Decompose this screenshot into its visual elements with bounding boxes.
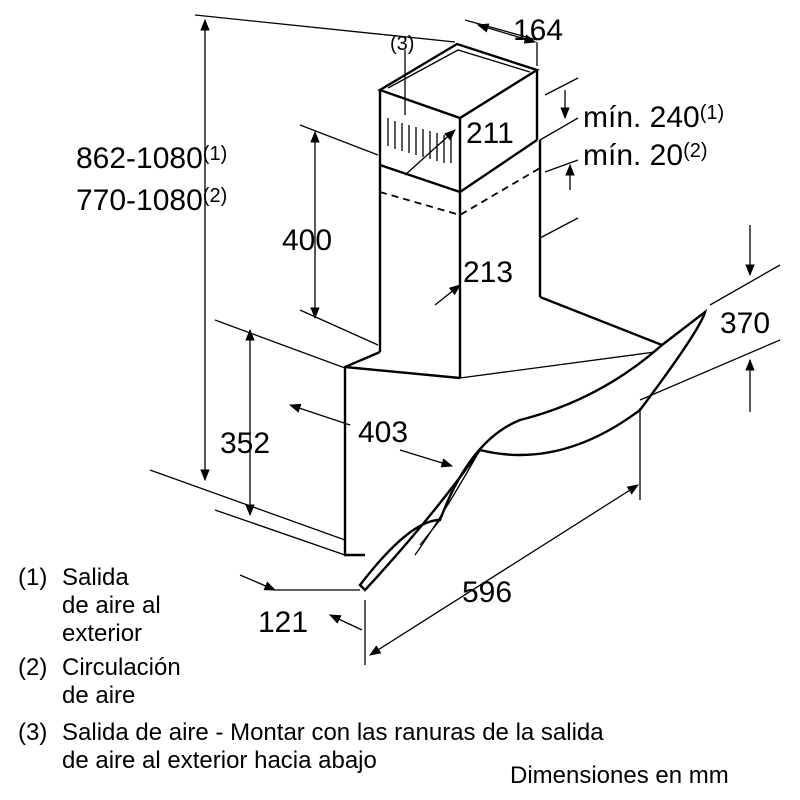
body-depth-label: 403: [358, 416, 408, 449]
width-label: 596: [462, 576, 512, 609]
legend-3-num: (3): [18, 719, 47, 746]
legend-1-line: exterior: [62, 620, 142, 647]
total-height-exterior-label: 862-1080(1): [76, 142, 227, 175]
min-circulation-label: mín. 20(2): [583, 139, 708, 172]
chimney-overlap-dashed: [379, 167, 541, 216]
legend-1-line: de aire al: [62, 592, 161, 619]
callout-3-label: (3): [390, 33, 414, 55]
chimney-upper-depth-label: 211: [466, 117, 514, 150]
total-height-circulation-label: 770-1080(2): [76, 184, 227, 217]
legend-3-line: Salida de aire - Montar con las ranuras …: [62, 719, 604, 746]
legend-1-line: Salida: [62, 564, 129, 591]
chimney-lower-depth-label: 213: [463, 256, 513, 289]
legend: (1) Salida de aire al exterior (2) Circu…: [18, 564, 604, 774]
legend-3-line: de aire al exterior hacia abajo: [62, 747, 377, 774]
vent-slots: [387, 118, 452, 163]
legend-2-num: (2): [18, 654, 47, 681]
legend-2-line: de aire: [62, 682, 135, 709]
units-footer: Dimensiones en mm: [510, 762, 729, 789]
chimney-top: [377, 42, 540, 120]
glass-height-label: 370: [720, 307, 770, 340]
bottom-depth-label: 121: [258, 606, 308, 639]
body-height-label: 352: [220, 427, 270, 460]
legend-1-num: (1): [18, 564, 47, 591]
dimension-lines: [149, 14, 781, 665]
min-exterior-label: mín. 240(1): [583, 101, 724, 134]
glass-panel: [358, 308, 708, 592]
legend-2-line: Circulación: [62, 654, 181, 681]
chimney-width-label: 164: [513, 14, 563, 47]
chimney-height-label: 400: [282, 224, 332, 257]
